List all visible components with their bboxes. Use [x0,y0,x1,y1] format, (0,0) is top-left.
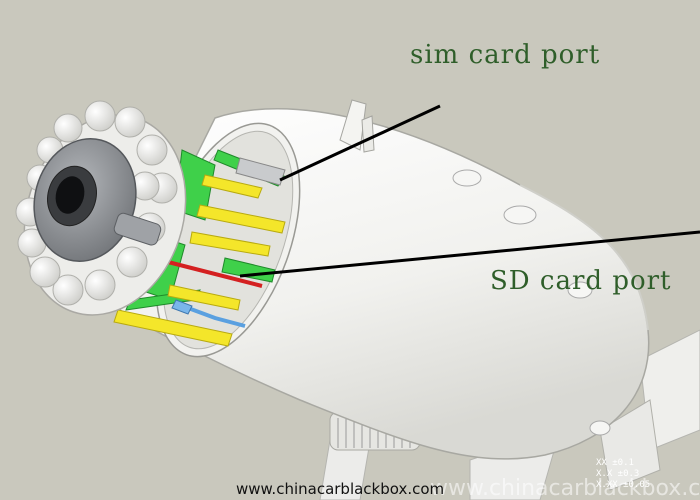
sim-card-port-label: sim card port [410,40,601,70]
watermark-overlay: www.chinacarblackbox.com [430,476,700,500]
watermark-url: www.chinacarblackbox.com [236,480,445,498]
mount-bracket [319,329,700,500]
dimension-tolerance-text: XX ±0.1 X.X ±0.3 X.XX ±0.05 [596,458,651,490]
camera-lens-icon [33,137,162,263]
internal-components [113,149,286,347]
sd-card-port-label: SD card port [490,266,672,296]
sd-callout-line [239,230,700,278]
sim-callout-line [279,104,441,182]
